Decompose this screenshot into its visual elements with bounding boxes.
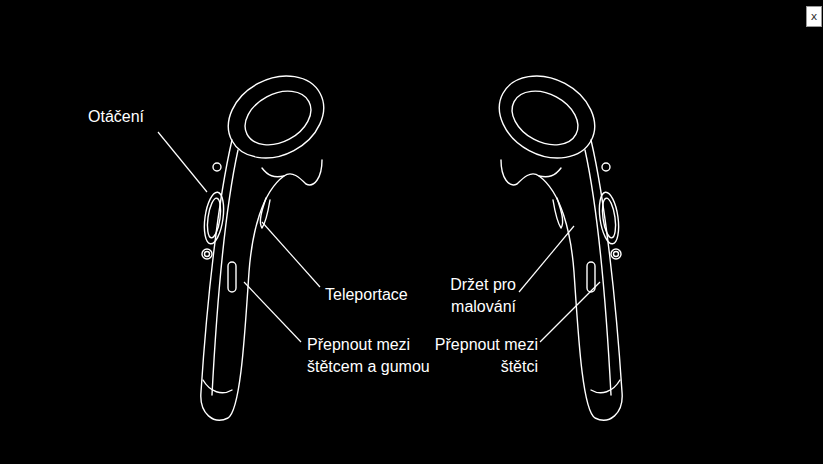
leader-lines xyxy=(158,132,600,342)
part-label: Přepnout mezi štětcem a gumou xyxy=(307,334,439,378)
part-label: Držet pro malování xyxy=(428,274,516,318)
part-label: Teleportace xyxy=(325,284,408,306)
part-label: Přepnout mezi štětci xyxy=(420,334,538,378)
close-button: x xyxy=(806,6,822,27)
part-label: Otáčení xyxy=(88,106,144,128)
